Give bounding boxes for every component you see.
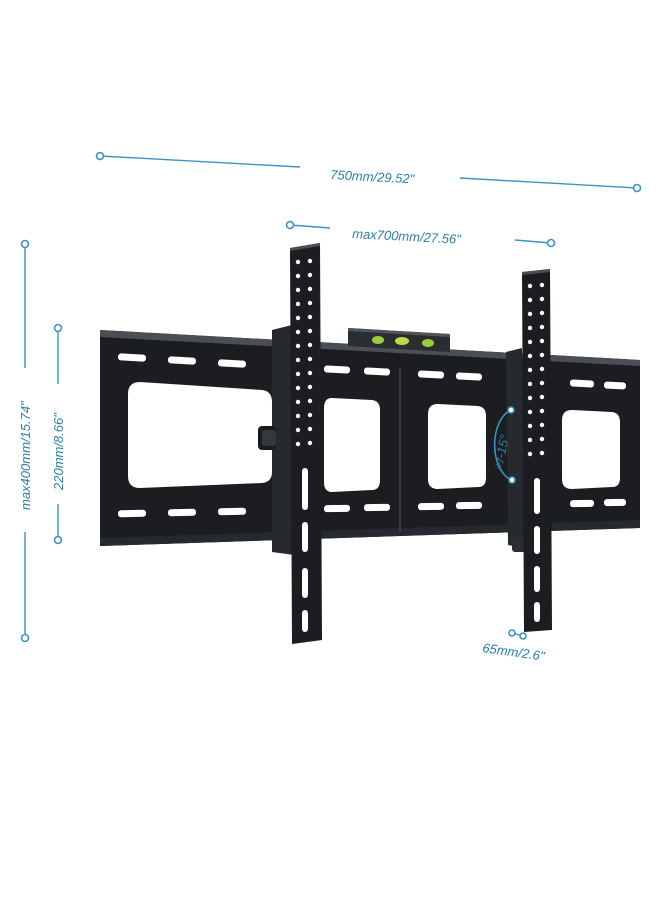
dimension-max-height: max400mm/15.74" [18,239,33,643]
left-arm [258,243,322,644]
left-tilt-knob [258,426,276,450]
total-width-label: 750mm/29.52" [330,167,416,186]
max-height-label: max400mm/15.74" [18,400,33,510]
dimension-max-width: max700mm/27.56" [285,220,556,248]
right-arm [506,269,552,632]
dimension-depth: 65mm/2.6" [482,629,547,664]
dimension-total-width: 750mm/29.52" [95,151,642,193]
bubble-level [348,328,450,352]
tilt-indicator: +/-15° [490,406,516,484]
wall-plate [100,330,640,546]
dimension-min-height: 220mm/8.66" [51,323,66,545]
max-width-label: max700mm/27.56" [352,226,463,247]
tilt-label: +/-15° [490,433,512,471]
top-slots [117,353,626,390]
depth-label: 65mm/2.6" [482,640,547,664]
min-height-label: 220mm/8.66" [51,412,66,491]
bottom-slots [118,498,627,518]
